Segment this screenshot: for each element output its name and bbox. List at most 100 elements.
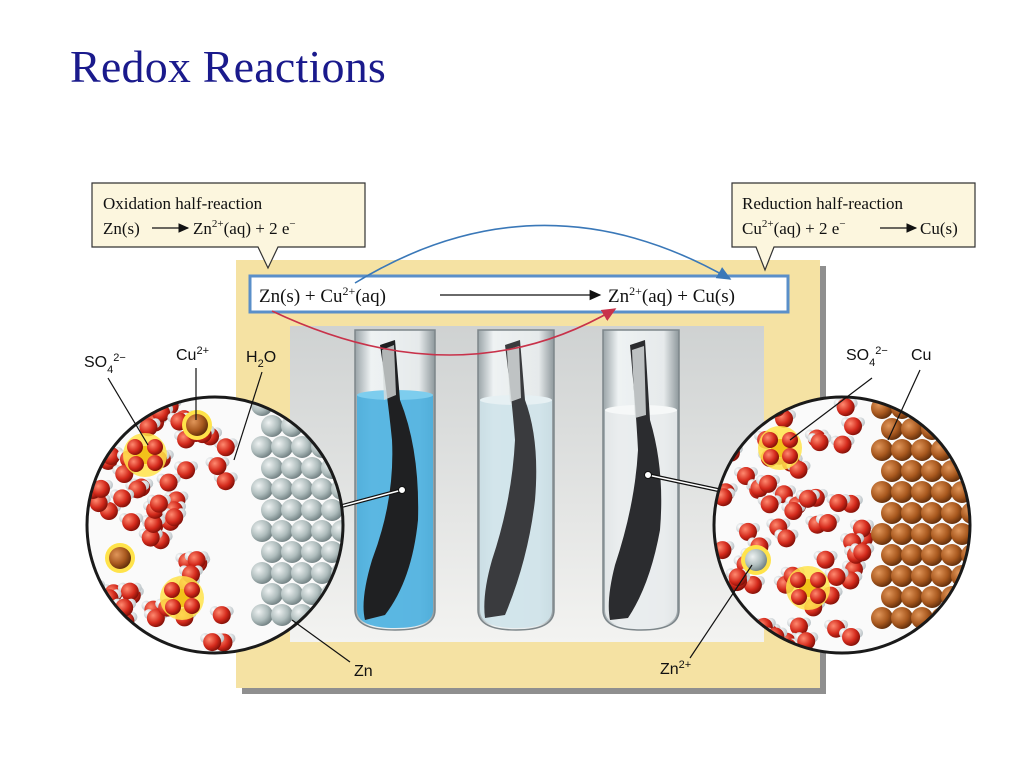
- oxygen-atom: [762, 432, 778, 448]
- copper-atom: [901, 502, 923, 524]
- oxygen-atom: [106, 637, 125, 653]
- hydrogen-atom: [90, 610, 101, 621]
- hydrogen-atom: [117, 630, 128, 641]
- copper-atom: [951, 397, 970, 419]
- oxygen-atom: [798, 489, 817, 508]
- oxygen-atom: [146, 609, 165, 628]
- test-tube-blue: [354, 329, 436, 631]
- reduction-heading: Reduction half-reaction: [742, 194, 903, 213]
- oxygen-atom: [147, 455, 163, 471]
- oxygen-atom: [144, 514, 163, 533]
- magnified-view-left: [85, 395, 345, 655]
- oxygen-atom: [782, 448, 798, 464]
- copper-atom: [881, 544, 903, 566]
- oxygen-atom: [149, 494, 168, 513]
- copper-atom: [931, 481, 953, 503]
- copper-atom: [961, 502, 970, 524]
- oxygen-atom: [106, 400, 125, 419]
- copper-atom: [931, 523, 953, 545]
- zinc-atom: [271, 520, 293, 542]
- oxygen-atom: [790, 572, 806, 588]
- copper-atom: [921, 544, 943, 566]
- label-sulfate-right: SO42−: [846, 345, 888, 369]
- copper-atom: [891, 565, 913, 587]
- copper-atom: [871, 439, 893, 461]
- oxygen-atom: [784, 502, 803, 521]
- zinc-atom: [281, 457, 303, 479]
- label-water: H2O: [246, 349, 276, 370]
- electron-transfer-arrow-blue: [354, 224, 732, 284]
- oxygen-atom: [159, 473, 178, 492]
- hydrogen-atom: [97, 429, 108, 440]
- label-leaders: [107, 368, 921, 663]
- oxygen-atom: [128, 456, 144, 472]
- zinc-atom: [271, 604, 293, 626]
- reduction-callout: Reduction half-reaction Cu2+(aq) + 2 e− …: [731, 182, 976, 272]
- zinc-atom: [251, 604, 273, 626]
- zinc-atom: [301, 541, 323, 563]
- oxygen-atom: [739, 522, 758, 541]
- oxygen-atom: [87, 429, 105, 448]
- zinc-atom: [251, 436, 273, 458]
- copper-atom: [961, 418, 970, 440]
- oxygen-atom: [203, 633, 222, 652]
- hydrogen-atom: [103, 397, 114, 402]
- copper-atom: [901, 544, 923, 566]
- zinc-atom: [291, 436, 313, 458]
- label-cu-ion: Cu2+: [176, 345, 209, 364]
- oxygen-atom: [113, 489, 132, 508]
- oxidation-heading: Oxidation half-reaction: [103, 194, 263, 213]
- copper-atom: [901, 460, 923, 482]
- oxidation-lhs: Zn(s): [103, 219, 140, 238]
- copper-atom: [871, 565, 893, 587]
- oxygen-atom: [789, 460, 808, 479]
- magnified-view-right: [712, 395, 972, 655]
- hydrogen-atom: [105, 397, 116, 407]
- copper-atom: [911, 481, 933, 503]
- copper-atom: [891, 439, 913, 461]
- copper-atom: [881, 460, 903, 482]
- test-tube-clear: [602, 329, 680, 631]
- copper-atom: [901, 586, 923, 608]
- label-zinc: Zn: [354, 663, 373, 680]
- oxygen-atom: [165, 508, 184, 527]
- oxygen-atom: [852, 519, 871, 538]
- oxygen-atom: [122, 513, 141, 532]
- zinc-atom: [311, 562, 333, 584]
- oxygen-atom: [187, 551, 206, 570]
- copper-atom: [881, 418, 903, 440]
- oxygen-atom: [212, 606, 231, 625]
- copper-atom: [891, 481, 913, 503]
- hydrogen-atom: [105, 622, 116, 633]
- pointer-line-left-inner: [341, 489, 403, 507]
- oxygen-atom: [833, 435, 852, 454]
- oxygen-atom: [147, 439, 163, 455]
- copper-atom: [941, 502, 963, 524]
- copper-atom: [901, 418, 923, 440]
- oxygen-atom: [93, 610, 112, 629]
- copper-atom: [941, 544, 963, 566]
- reduction-lhs: Cu2+(aq) + 2 e−: [742, 218, 846, 238]
- zinc-atom: [261, 457, 283, 479]
- zinc-atom: [301, 499, 323, 521]
- copper-atom: [951, 523, 970, 545]
- oxygen-atom: [816, 550, 835, 569]
- equation-box: [248, 274, 790, 314]
- oxygen-atom: [836, 398, 855, 417]
- copper-atom: [911, 439, 933, 461]
- hydrogen-atom: [92, 638, 103, 649]
- zinc-atom: [301, 457, 323, 479]
- zinc-atom: [261, 415, 283, 437]
- test-tube-pale: [477, 329, 555, 631]
- oxygen-atom: [94, 397, 113, 415]
- copper-atom: [881, 586, 903, 608]
- oxidation-callout: Oxidation half-reaction Zn(s) Zn2+(aq) +…: [91, 182, 366, 270]
- zinc-atom: [271, 436, 293, 458]
- oxygen-atom: [127, 439, 143, 455]
- copper-atom: [951, 607, 970, 629]
- oxygen-atom: [760, 495, 779, 514]
- zinc-atom: [311, 478, 333, 500]
- oxygen-atom: [216, 472, 235, 491]
- oxygen-atom: [177, 461, 196, 480]
- copper-atom: [921, 502, 943, 524]
